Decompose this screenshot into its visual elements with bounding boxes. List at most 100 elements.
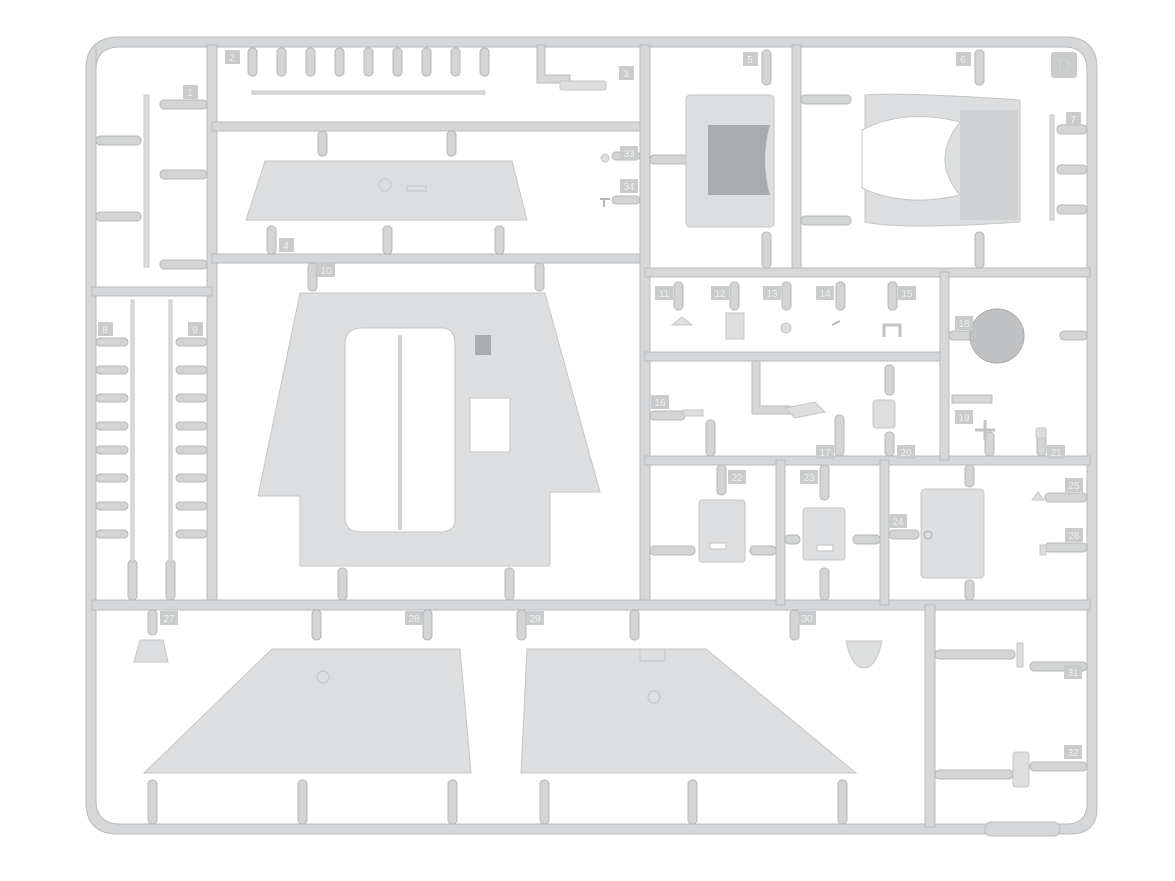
part-3 — [559, 80, 607, 91]
part-label: 3 — [619, 66, 634, 80]
part-label: 33 — [620, 146, 638, 160]
part-label: 12 — [711, 286, 729, 300]
part-label: 25 — [1065, 478, 1083, 492]
part-number: 33 — [623, 149, 635, 160]
part-label: 24 — [889, 514, 907, 528]
part-label: 27 — [160, 611, 178, 625]
part-20 — [872, 399, 896, 429]
part-label: 28 — [405, 611, 423, 625]
part-number: 13 — [766, 289, 778, 300]
part-number: 12 — [714, 289, 726, 300]
part-number: 24 — [892, 517, 904, 528]
part-number: 26 — [1068, 531, 1080, 542]
part-number: 21 — [1050, 448, 1062, 459]
part-label: 5 — [743, 52, 758, 66]
part-label: 21 — [1047, 445, 1065, 459]
part-number: 6 — [960, 55, 966, 66]
sprue-runners — [91, 44, 1091, 828]
part-number: 27 — [163, 614, 175, 625]
part-number: 32 — [1067, 748, 1079, 759]
part-label: 16 — [651, 395, 669, 409]
part-label: 1 — [183, 85, 198, 99]
part-21-bottle — [1035, 427, 1047, 439]
part-label: 14 — [816, 286, 834, 300]
parts-11-15-small — [670, 312, 902, 340]
part-label: 23 — [800, 470, 818, 484]
part-number: 2 — [229, 53, 235, 64]
part-30 — [845, 640, 883, 669]
part-label: 9 — [188, 322, 203, 336]
part-9-rod — [168, 299, 173, 563]
part-number: 8 — [102, 325, 108, 336]
part-number: 1 — [187, 88, 193, 99]
part-label: 30 — [798, 611, 816, 625]
part-label: 32 — [1064, 745, 1082, 759]
part-number: 3 — [623, 69, 629, 80]
part-number: 29 — [529, 614, 541, 625]
part-4-plate — [245, 160, 528, 221]
part-label: 18 — [955, 316, 973, 330]
parts-33-34 — [600, 153, 610, 207]
part-number: 16 — [654, 398, 666, 409]
part-number: 34 — [623, 182, 635, 193]
sprue-letter-tag: D — [1051, 52, 1077, 78]
sprue-gates — [95, 47, 1088, 825]
part-label: 19 — [955, 410, 973, 424]
part-32 — [1012, 751, 1030, 788]
part-label: 15 — [898, 286, 916, 300]
part-label: 13 — [763, 286, 781, 300]
part-number: 17 — [819, 448, 831, 459]
part-7-rod — [1049, 114, 1055, 221]
part-18-sphere — [969, 308, 1025, 364]
part-number: 14 — [819, 289, 831, 300]
part-8-rod — [130, 299, 135, 563]
part-number: 23 — [803, 473, 815, 484]
part-29-plate — [520, 648, 858, 774]
sprue-frame — [85, 36, 1098, 837]
part-28-plate — [142, 648, 472, 774]
part-number: 11 — [659, 289, 670, 300]
part-2-rod — [251, 90, 486, 95]
part-labels: 1 2 3 4 5 6 7 8 9 10 11 12 13 14 15 16 1… — [98, 50, 1083, 759]
part-label: 17 — [816, 445, 834, 459]
part-label: 10 — [317, 263, 335, 277]
stubs-8-9 — [95, 337, 208, 601]
part-label: 26 — [1065, 528, 1083, 542]
part-24-door — [920, 488, 985, 579]
part-number: 4 — [283, 241, 289, 252]
part-number: 28 — [408, 614, 420, 625]
part-number: 31 — [1067, 668, 1079, 679]
part-number: 15 — [901, 289, 913, 300]
part-label: 29 — [526, 611, 544, 625]
part-label: 6 — [956, 52, 971, 66]
sprue-letter: D — [1058, 56, 1071, 76]
part-10-hull-plate — [257, 292, 601, 567]
part-label: 7 — [1066, 112, 1081, 126]
part-number: 9 — [192, 325, 198, 336]
part-label: 11 — [655, 286, 673, 300]
part-number: 18 — [958, 319, 970, 330]
part-1-rod — [143, 94, 150, 268]
part-31 — [1016, 642, 1024, 668]
part-number: 10 — [320, 266, 332, 277]
part-label: 4 — [279, 238, 294, 252]
part-label: 8 — [98, 322, 113, 336]
part-label: 20 — [897, 445, 915, 459]
part-19 — [975, 420, 995, 440]
part-number: 30 — [801, 614, 813, 625]
part-number: 20 — [900, 448, 912, 459]
part-27 — [133, 639, 169, 663]
part-number: 5 — [747, 55, 753, 66]
part-number: 7 — [1070, 115, 1076, 126]
part-5-hatch — [685, 94, 775, 228]
part-label: 34 — [620, 179, 638, 193]
part-label: 2 — [225, 50, 240, 64]
parts-25-26 — [1031, 491, 1047, 556]
part-number: 19 — [958, 413, 970, 424]
part-label: 22 — [728, 470, 746, 484]
part-number: 22 — [731, 473, 743, 484]
part-22-panel — [698, 499, 746, 563]
part-6-housing — [861, 93, 1021, 227]
part-number: 25 — [1068, 481, 1080, 492]
